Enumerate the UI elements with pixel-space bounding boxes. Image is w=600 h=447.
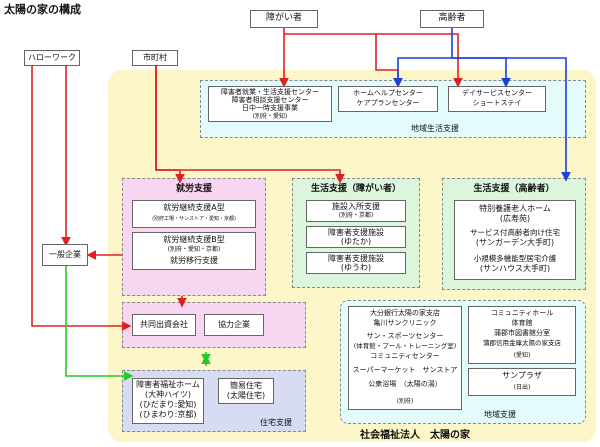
serviced-housing-note: (サンガーデン大手町) xyxy=(475,238,555,247)
housing-support-label: 住宅支援 xyxy=(260,418,292,427)
home-help-box xyxy=(338,86,438,112)
support-facility-yutaka-box xyxy=(306,226,406,248)
day-temporary-support: 日中一時支援事業 xyxy=(242,104,298,112)
welfare-home-box xyxy=(132,378,204,424)
support-facility-yuwa-note: (ゆうわ) xyxy=(340,263,372,272)
employment-transition: 就労移行支援 xyxy=(170,256,218,265)
nursing-home: 特別養護老人ホーム xyxy=(479,204,551,213)
short-stay: ショートステイ xyxy=(472,99,522,107)
welfare-home-note2: (ひだまり:愛知) xyxy=(139,400,197,409)
public-bath-note: (別府) xyxy=(396,398,414,405)
nursing-home-box xyxy=(454,200,576,280)
general-company-label: 一般企業 xyxy=(49,250,81,259)
cooperating-company-label: 協力企業 xyxy=(218,320,250,329)
employment-type-b: 就労継続支援B型 xyxy=(163,235,225,244)
facility-admission-note: (別府・京都) xyxy=(338,212,374,219)
oita-bank-branch: 大分銀行太陽の家支店 xyxy=(370,309,440,317)
elderly-label: 高齢者 xyxy=(438,13,466,23)
gymnasium: 体育館 xyxy=(511,319,533,327)
day-service-center: デイサービスセンター xyxy=(462,89,532,97)
simple-housing: 簡易住宅 xyxy=(230,381,262,390)
disabled-box xyxy=(250,10,318,28)
support-centers-box xyxy=(208,86,332,122)
employment-support-title: 就労支援 xyxy=(175,184,212,194)
public-bath: 公衆浴場 （太陽の湯） xyxy=(368,380,442,388)
life-support-disabled-title: 生活支援（障がい者） xyxy=(310,184,401,194)
day-service-box xyxy=(448,86,546,112)
employment-type-b-note: (別府・愛知・京都) xyxy=(167,246,221,253)
page-title: 太陽の家の構成 xyxy=(4,3,81,16)
support-facility-yuwa-box xyxy=(306,252,406,274)
sunplaza-box xyxy=(468,368,576,396)
organization-name: 社会福祉法人 太陽の家 xyxy=(360,430,470,441)
joint-company-label: 共同出資会社 xyxy=(140,320,188,329)
elderly-box xyxy=(420,10,484,28)
regional-support-label: 地域支援 xyxy=(484,410,516,419)
joint-company-box xyxy=(132,314,196,336)
sunplaza-note: (日出) xyxy=(513,384,531,391)
nursing-home-note: (広寿苑) xyxy=(499,214,531,223)
welfare-home: 障害者福祉ホーム xyxy=(136,380,200,389)
municipality-label: 市町村 xyxy=(143,53,167,62)
hello-work-label: ハローワーク xyxy=(28,53,76,62)
small-multifunction-care: 小規模多機能型居宅介護 xyxy=(473,254,557,263)
community-hall: コミュニティホール xyxy=(490,309,554,317)
day-temporary-note: (別府・愛知) xyxy=(252,113,288,120)
welfare-home-note3: (ひまわり:京都) xyxy=(139,410,197,419)
support-facility-yuwa: 障害者支援施設 xyxy=(328,254,384,263)
facility-admission-box xyxy=(306,200,406,222)
employment-type-a: 就労継続支援A型 xyxy=(163,203,225,212)
gamagori-shinkin-branch: 蒲郡信用金庫太陽の家支店 xyxy=(483,339,561,347)
life-support-elderly-title: 生活支援（高齢者） xyxy=(473,184,555,194)
serviced-housing: サービス付高齢者向け住宅 xyxy=(470,228,560,237)
sports-center-detail: (体育館・プール・トレーニング室) xyxy=(353,342,457,350)
sunplaza: サンプラザ xyxy=(502,371,542,380)
general-company-box xyxy=(42,244,88,266)
facility-admission: 施設入所支援 xyxy=(332,202,380,211)
care-plan-center: ケアプランセンター xyxy=(356,99,420,107)
regional-life-support-label: 地域生活支援 xyxy=(411,124,459,133)
aichi-note: (愛知) xyxy=(513,352,531,359)
cooperating-company-box xyxy=(204,314,264,336)
support-facility-yutaka-note: (ゆたか) xyxy=(340,237,372,246)
simple-housing-note: (太陽住宅) xyxy=(226,391,266,400)
sports-center: サン・スポーツセンター xyxy=(366,332,444,340)
disabled-label: 障がい者 xyxy=(265,13,302,23)
regional-left-box xyxy=(348,306,462,410)
support-facility-yutaka: 障害者支援施設 xyxy=(328,228,384,237)
employment-type-a-note: (別府工場・サンストア・愛知・京都) xyxy=(152,216,236,222)
kamegawa-clinic: 亀川サンクリニック xyxy=(373,319,437,327)
simple-housing-box xyxy=(218,378,274,404)
supermarket-sunstore: スーパーマーケット サンストア xyxy=(352,366,458,374)
employment-a-box xyxy=(132,200,256,228)
hello-work-box xyxy=(24,50,80,66)
welfare-home-note1: (大神ハイツ) xyxy=(144,390,192,399)
employment-b-box xyxy=(132,232,256,270)
gamagori-library: 蒲郡市図書館分室 xyxy=(494,329,550,337)
community-center: コミュニティセンター xyxy=(370,352,440,360)
consultation-center: 障害者相談支援センター xyxy=(231,96,309,104)
employment-life-center: 障害者就業・生活支援センター xyxy=(221,88,319,96)
small-multifunction-care-note: (サンハウス大手町) xyxy=(479,264,551,273)
home-help-center: ホームヘルプセンター xyxy=(353,89,423,97)
municipality-box xyxy=(132,50,178,66)
regional-right-box xyxy=(468,306,576,364)
